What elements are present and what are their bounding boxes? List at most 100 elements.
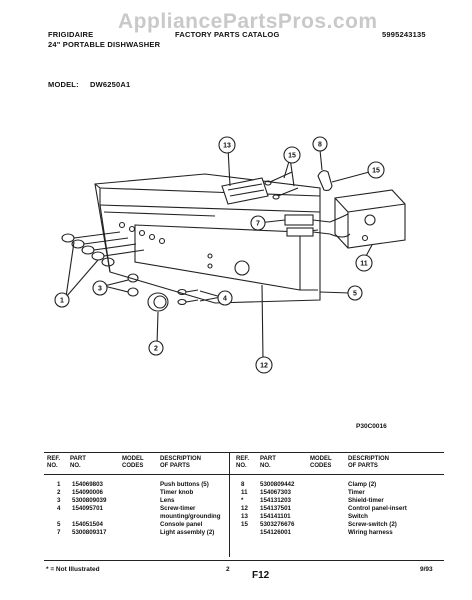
table-cell: Wiring harness (348, 529, 393, 536)
callout-label: 2 (154, 346, 158, 353)
right-part-column: 5300809442 154067303 154131203 154137501… (260, 481, 294, 537)
table-cell: 154090006 (72, 489, 103, 496)
figure-code: P30C0016 (356, 423, 387, 430)
footer-rule (44, 560, 444, 561)
clamp-part (317, 170, 333, 192)
table-cell: 154137501 (260, 505, 291, 512)
table-cell: Push buttons (5) (160, 481, 209, 488)
table-cell: 154126001 (260, 529, 291, 536)
table-cell: mounting/grounding (160, 513, 221, 520)
table-cell: 154069803 (72, 481, 103, 488)
table-header-rule (44, 474, 444, 475)
table-divider (229, 452, 230, 557)
watermark: AppliancePartsPros.com (118, 10, 378, 33)
table-cell: 1 (57, 481, 61, 488)
table-cell: 154051504 (72, 521, 103, 528)
table-cell: 8 (241, 481, 245, 488)
callout-5 (347, 285, 363, 301)
callout-label: 4 (223, 296, 227, 303)
th-ref-left: REF.NO. (47, 456, 61, 469)
table-cell: 5303276676 (260, 521, 295, 528)
callout-label: 5 (353, 291, 357, 298)
left-desc-column: Push buttons (5) Timer knob Lens Screw-t… (160, 481, 220, 537)
callout-label: 11 (360, 261, 368, 268)
callout-label: 13 (223, 143, 231, 150)
callout-label: 3 (98, 286, 102, 293)
callout-15b (367, 161, 385, 179)
table-cell: 4 (57, 505, 61, 512)
callout-11 (355, 254, 373, 272)
callout-2 (148, 340, 164, 356)
table-cell: Shield-timer (348, 497, 384, 504)
table-cell: * (241, 497, 244, 504)
model-label: MODEL: (48, 80, 79, 89)
callout-4 (217, 290, 233, 306)
table-cell: Clamp (2) (348, 481, 377, 488)
callout-8 (312, 136, 328, 152)
table-cell: 154067303 (260, 489, 291, 496)
table-cell: 7 (57, 529, 61, 536)
callout-13 (218, 136, 236, 154)
table-cell: 3 (57, 497, 61, 504)
callout-1 (54, 292, 70, 308)
catalog-number: 5995243135 (382, 30, 426, 39)
table-cell: 2 (57, 489, 61, 496)
table-cell: 15 (241, 521, 248, 528)
callout-label: 15 (288, 153, 296, 160)
screws-timer (177, 288, 199, 306)
catalog-title: FACTORY PARTS CATALOG (175, 30, 280, 39)
callout-label: 7 (256, 221, 260, 228)
table-cell: 5300809039 (72, 497, 107, 504)
table-cell: 154131203 (260, 497, 291, 504)
left-part-column: 154069803 154090006 5300809039 154095701… (72, 481, 106, 537)
table-cell: Lens (160, 497, 175, 504)
product-label: 24" PORTABLE DISHWASHER (48, 40, 161, 49)
table-cell: 154095701 (72, 505, 103, 512)
table-top-rule (44, 452, 444, 453)
light-assembly (284, 214, 331, 237)
footer-date: 9/93 (420, 566, 433, 573)
brand-label: FRIGIDAIRE (48, 30, 94, 39)
push-buttons (61, 231, 145, 267)
callout-label: 12 (260, 363, 268, 370)
table-cell: 5 (57, 521, 61, 528)
callout-15a (283, 146, 301, 164)
th-ref-right: REF.NO. (236, 456, 250, 469)
table-cell: Screw-timer (160, 505, 196, 512)
table-cell (241, 529, 248, 537)
callout-12 (255, 356, 273, 374)
callout-label: 15 (372, 168, 380, 175)
page-number: 2 (226, 566, 230, 573)
table-cell: Console panel (160, 521, 203, 528)
table-cell: 13 (241, 513, 248, 520)
table-cell: Screw-switch (2) (348, 521, 397, 528)
left-ref-column: 1 2 3 4 5 7 (57, 481, 60, 537)
timer-knob (147, 292, 169, 312)
table-cell (57, 513, 60, 521)
timer-part (334, 189, 406, 249)
figure-id: F12 (252, 570, 270, 581)
callout-7 (250, 215, 266, 231)
callout-3 (92, 280, 108, 296)
table-cell: 5300809317 (72, 529, 107, 536)
callout-label: 1 (60, 298, 64, 305)
table-cell: Timer (348, 489, 365, 496)
table-cell: Light assembly (2) (160, 529, 215, 536)
right-ref-column: 8 11 * 12 13 15 (241, 481, 248, 537)
footer-note: * = Not Illustrated (46, 566, 100, 573)
console-panel (94, 173, 321, 304)
table-cell: 11 (241, 489, 248, 496)
table-cell: 12 (241, 505, 248, 512)
table-cell: 5300809442 (260, 481, 295, 488)
table-cell: Timer knob (160, 489, 194, 496)
callout-label: 8 (318, 142, 322, 149)
table-cell: Control panel-insert (348, 505, 407, 512)
table-cell: Switch (348, 513, 368, 520)
switch-part (221, 177, 269, 205)
